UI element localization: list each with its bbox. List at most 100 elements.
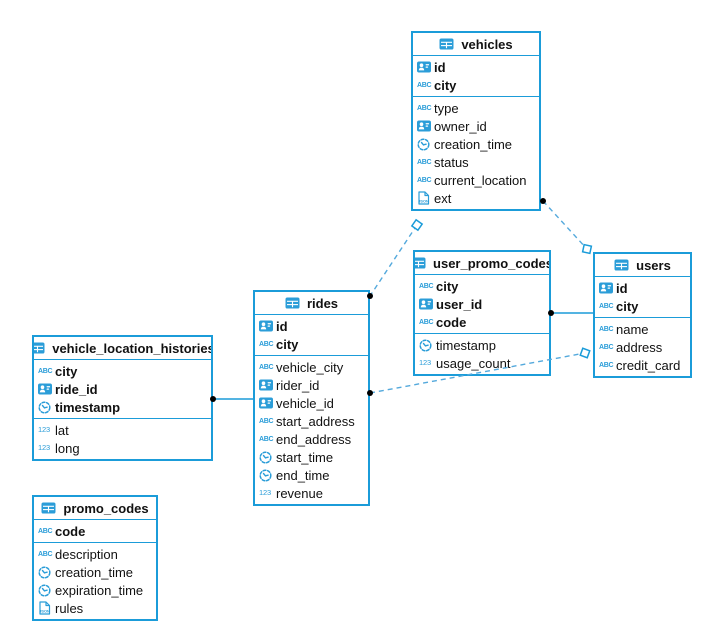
- text-icon: ABC: [38, 551, 55, 558]
- text-icon: ABC: [259, 364, 276, 371]
- text-icon: ABC: [38, 528, 55, 535]
- table-title: users: [636, 257, 671, 273]
- column-row-owner_id[interactable]: owner_id: [413, 117, 539, 135]
- column-name: credit_card: [616, 357, 681, 373]
- column-name: current_location: [434, 172, 527, 188]
- column-name: owner_id: [434, 118, 487, 134]
- number-icon: 123: [419, 359, 436, 367]
- text-icon-glyph: ABC: [417, 81, 432, 89]
- column-name: start_address: [276, 413, 355, 429]
- text-icon: ABC: [417, 82, 434, 89]
- column-name: creation_time: [434, 136, 513, 152]
- column-name: expiration_time: [55, 582, 144, 598]
- column-row-user_id[interactable]: user_id: [415, 295, 549, 313]
- column-name: ride_id: [55, 381, 98, 397]
- column-name: id: [616, 280, 628, 296]
- table-icon: [41, 502, 58, 514]
- column-name: long: [55, 440, 80, 456]
- text-icon-glyph: ABC: [417, 176, 432, 184]
- column-row-id[interactable]: id: [255, 317, 368, 335]
- column-name: name: [616, 321, 649, 337]
- table-header[interactable]: user_promo_codes: [415, 252, 549, 275]
- text-icon: ABC: [419, 319, 436, 326]
- table-header[interactable]: vehicles: [413, 33, 539, 56]
- column-row-timestamp[interactable]: timestamp: [34, 398, 211, 416]
- number-icon-glyph: 123: [419, 358, 431, 368]
- column-name: timestamp: [55, 399, 121, 415]
- column-row-end_time[interactable]: end_time: [255, 466, 368, 484]
- text-icon-glyph: ABC: [259, 417, 274, 425]
- column-row-expiration_time[interactable]: expiration_time: [34, 581, 156, 599]
- id-badge-icon: [259, 320, 276, 332]
- table-icon: [614, 259, 631, 271]
- column-name: status: [434, 154, 469, 170]
- time-icon: [38, 400, 55, 414]
- id-badge-icon: [417, 120, 434, 132]
- table-header[interactable]: promo_codes: [34, 497, 156, 520]
- table-title: vehicle_location_histories: [52, 340, 211, 356]
- column-row-id[interactable]: id: [413, 58, 539, 76]
- column-name: vehicle_city: [276, 359, 344, 375]
- table-header[interactable]: vehicle_location_histories: [34, 337, 211, 360]
- relationship-vehicles-users[interactable]: [542, 200, 588, 250]
- table-header[interactable]: rides: [255, 292, 368, 315]
- column-row-vehicle_id[interactable]: vehicle_id: [255, 394, 368, 412]
- column-row-creation_time[interactable]: creation_time: [413, 135, 539, 153]
- number-icon-glyph: 123: [259, 488, 271, 498]
- column-name: creation_time: [55, 564, 134, 580]
- text-icon-glyph: ABC: [259, 340, 274, 348]
- table-header[interactable]: users: [595, 254, 690, 277]
- number-icon: 123: [38, 444, 55, 452]
- text-icon-glyph: ABC: [417, 104, 432, 112]
- text-icon: ABC: [599, 344, 616, 351]
- relationship-vehicles-rides[interactable]: [369, 224, 418, 297]
- table-title: rides: [306, 295, 339, 311]
- column-name: city: [276, 336, 299, 352]
- column-name: city: [436, 278, 459, 294]
- text-icon-glyph: ABC: [259, 435, 274, 443]
- column-name: city: [434, 77, 457, 93]
- column-name: id: [276, 318, 288, 334]
- column-row-ride_id[interactable]: ride_id: [34, 380, 211, 398]
- column-row-timestamp[interactable]: timestamp: [415, 336, 549, 354]
- column-row-id[interactable]: id: [595, 279, 690, 297]
- column-row-creation_time[interactable]: creation_time: [34, 563, 156, 581]
- text-icon: ABC: [417, 177, 434, 184]
- column-row-start_time[interactable]: start_time: [255, 448, 368, 466]
- column-row-rider_id[interactable]: rider_id: [255, 376, 368, 394]
